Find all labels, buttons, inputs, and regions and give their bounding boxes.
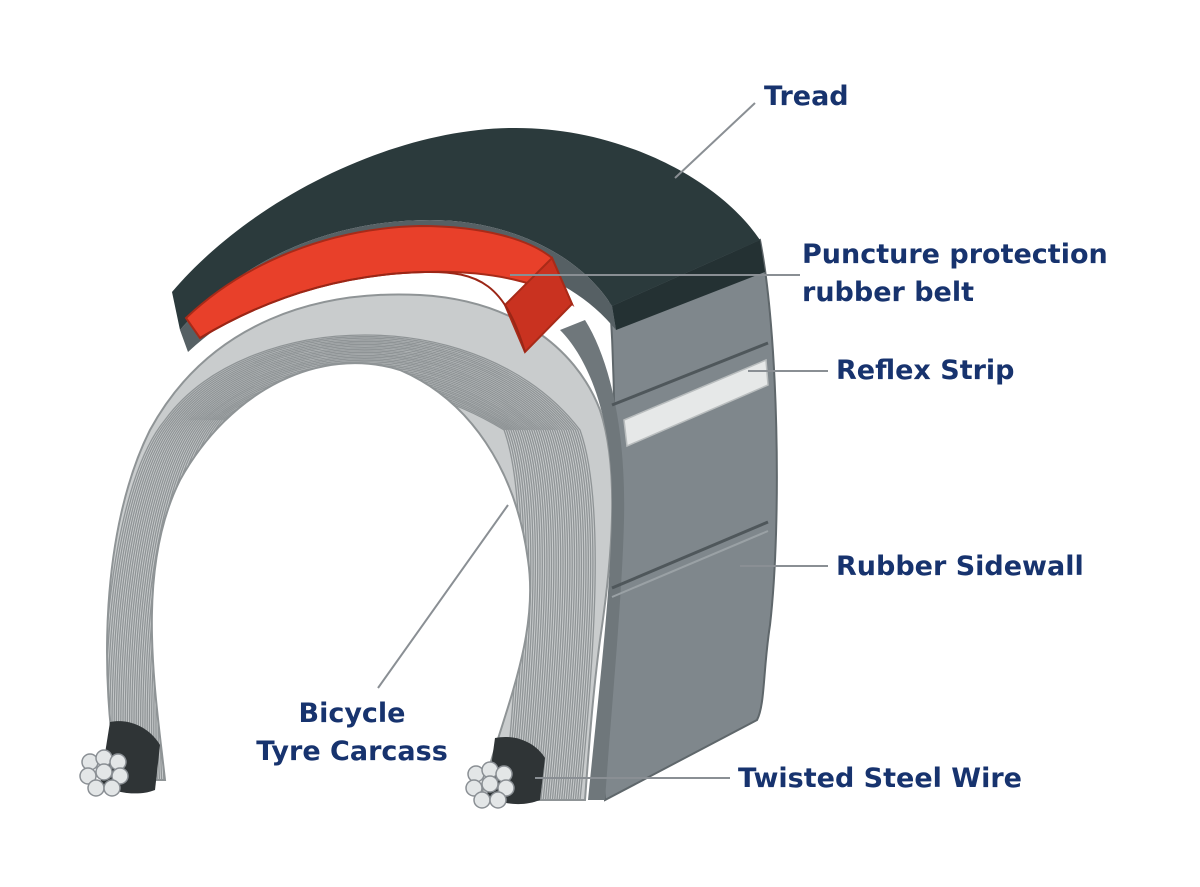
carcass-cord-line	[109, 339, 589, 800]
label-reflex-strip: Reflex Strip	[836, 355, 1015, 386]
steel-wire-bundle-left	[79, 721, 160, 797]
label-tread: Tread	[764, 81, 849, 112]
carcass-cord-line	[131, 354, 566, 800]
steel-wire-strand	[489, 791, 507, 809]
sidewall-groove-lower2	[611, 530, 769, 598]
sidewall-inner-edge	[560, 320, 625, 800]
carcass-cord-line	[107, 337, 592, 800]
puncture-belt	[184, 224, 575, 354]
carcass-cord-line	[133, 356, 564, 800]
steel-wire-strand	[465, 779, 483, 797]
carcass-cord-line	[128, 353, 569, 800]
carcass-cord-line	[142, 362, 555, 800]
steel-wire-strand	[473, 791, 491, 809]
carcass-cord-line	[111, 340, 587, 800]
label-rubber-sidewall: Rubber Sidewall	[836, 551, 1084, 582]
carcass-cord-line	[117, 345, 580, 800]
steel-wire-strand	[497, 779, 515, 797]
label-twisted-steel-wire: Twisted Steel Wire	[738, 763, 1022, 794]
carcass-cord-line	[122, 348, 576, 800]
carcass-cord-line	[107, 336, 594, 800]
carcass-cord-line	[107, 334, 596, 800]
carcass-cord-line	[126, 351, 571, 800]
label-tyre-carcass: Bicycle Tyre Carcass	[256, 698, 448, 767]
steel-wire-strand	[79, 767, 97, 785]
tread-front	[612, 240, 765, 330]
reflex-strip	[623, 358, 769, 448]
puncture-belt-inner-edge	[199, 270, 526, 353]
steel-wire-strand	[481, 775, 499, 793]
sidewall-groove-lower	[611, 520, 769, 590]
carcass-cord-line	[124, 350, 573, 800]
steel-wire-bundle-right	[465, 736, 545, 809]
steel-wire-strand	[95, 763, 113, 781]
carcass-cord-line	[137, 359, 560, 800]
steel-wire-strand	[111, 767, 129, 785]
label-puncture-protection: Puncture protection rubber belt	[802, 239, 1108, 308]
sidewall-groove-upper	[611, 341, 769, 407]
leader-line-carcass	[377, 504, 509, 689]
carcass-cord-line	[113, 342, 585, 800]
carcass-body	[106, 293, 614, 801]
leader-line-tread	[674, 102, 756, 179]
leader-lines	[377, 102, 828, 779]
carcass-cord-line	[120, 346, 578, 800]
steel-wire-strand	[87, 779, 105, 797]
carcass-cord-line	[139, 361, 557, 800]
tread-top	[172, 127, 760, 331]
carcass-cord-line	[115, 343, 583, 800]
steel-wire-strand	[103, 779, 121, 797]
carcass-cord-line	[135, 358, 562, 800]
